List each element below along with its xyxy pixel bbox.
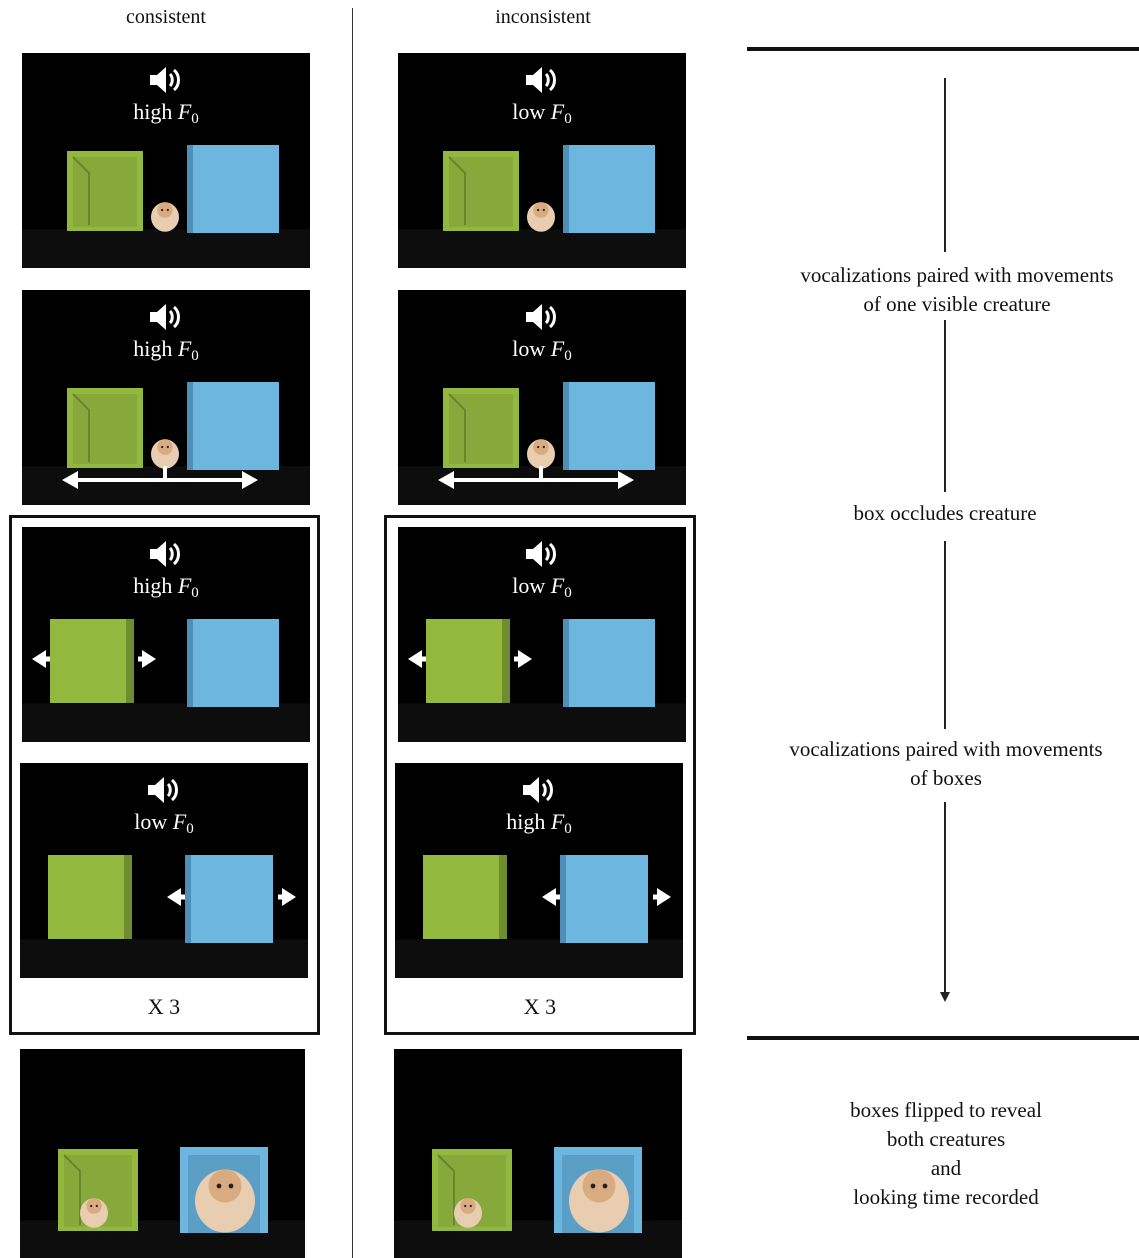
phase-separator-top: [747, 47, 1139, 51]
creature-toy: [527, 202, 555, 232]
blue-box: [187, 382, 279, 470]
panel-consistent-3: high F0: [22, 527, 310, 742]
panel-inconsistent-4: high F0: [395, 763, 683, 978]
timeline-line: [944, 802, 946, 994]
speaker-icon: [526, 67, 556, 93]
arrow-right-icon: [653, 888, 671, 906]
pitch-label: high F0: [133, 336, 199, 364]
pitch-label: high F0: [133, 573, 199, 601]
double-arrow-icon: [62, 471, 258, 489]
blue-box: [563, 382, 655, 470]
creature-toy: [527, 439, 555, 469]
timeline-step-occlusion: box occludes creature: [780, 499, 1110, 528]
creature-toy: [151, 439, 179, 469]
green-box: [443, 388, 519, 468]
green-box: [50, 619, 134, 703]
panel-consistent-1: high F0: [22, 53, 310, 268]
pitch-label: high F0: [133, 99, 199, 127]
arrow-right-icon: [138, 650, 156, 668]
panel-consistent-reveal: [20, 1049, 305, 1258]
inconsistent-column-title: inconsistent: [495, 6, 591, 28]
timeline-step-boxes: vocalizations paired with movements of b…: [760, 735, 1132, 793]
timeline-line: [944, 541, 946, 729]
small-creature: [80, 1198, 108, 1228]
repeat-count-inconsistent: X 3: [523, 994, 557, 1019]
panel-inconsistent-2: low F0: [398, 290, 686, 505]
blue-box: [560, 855, 648, 943]
pitch-label: low F0: [134, 809, 194, 837]
pitch-label: low F0: [512, 99, 572, 127]
speaker-icon: [148, 777, 178, 803]
panel-inconsistent-3: low F0: [398, 527, 686, 742]
green-box: [67, 388, 143, 468]
green-box: [67, 151, 143, 231]
phase-separator-bottom: [747, 1036, 1139, 1040]
creature-toy: [151, 202, 179, 232]
arrow-down-icon: [940, 992, 950, 1002]
speaker-icon: [150, 67, 180, 93]
panel-consistent-4: low F0: [20, 763, 308, 978]
column-divider: [352, 8, 353, 1258]
green-box: [426, 619, 510, 703]
blue-box: [563, 145, 655, 233]
green-box: [443, 151, 519, 231]
speaker-icon: [526, 541, 556, 567]
timeline-step-visible-creature: vocalizations paired with movements of o…: [775, 261, 1139, 319]
speaker-icon: [526, 304, 556, 330]
large-creature: [569, 1169, 629, 1233]
double-arrow-icon: [438, 471, 634, 489]
blue-box: [563, 619, 655, 707]
blue-box: [185, 855, 273, 943]
panel-inconsistent-1: low F0: [398, 53, 686, 268]
timeline-line: [944, 320, 946, 492]
speaker-icon: [523, 777, 553, 803]
arrow-left-icon: [167, 888, 185, 906]
blue-box: [187, 145, 279, 233]
consistent-column-title: consistent: [126, 6, 206, 28]
speaker-icon: [150, 304, 180, 330]
speaker-icon: [150, 541, 180, 567]
small-creature: [454, 1198, 482, 1228]
timeline-step-reveal: boxes flipped to reveal both creatures a…: [790, 1096, 1102, 1212]
pitch-label: low F0: [512, 573, 572, 601]
arrow-left-icon: [542, 888, 560, 906]
repeat-count-consistent: X 3: [147, 994, 181, 1019]
large-creature: [195, 1169, 255, 1233]
green-box: [423, 855, 507, 939]
timeline-line: [944, 78, 946, 252]
green-box: [48, 855, 132, 939]
panel-consistent-2: high F0: [22, 290, 310, 505]
arrow-left-icon: [408, 650, 426, 668]
arrow-left-icon: [32, 650, 50, 668]
blue-box: [187, 619, 279, 707]
panel-inconsistent-reveal: [394, 1049, 682, 1258]
pitch-label: low F0: [512, 336, 572, 364]
arrow-right-icon: [278, 888, 296, 906]
arrow-right-icon: [514, 650, 532, 668]
pitch-label: high F0: [506, 809, 572, 837]
